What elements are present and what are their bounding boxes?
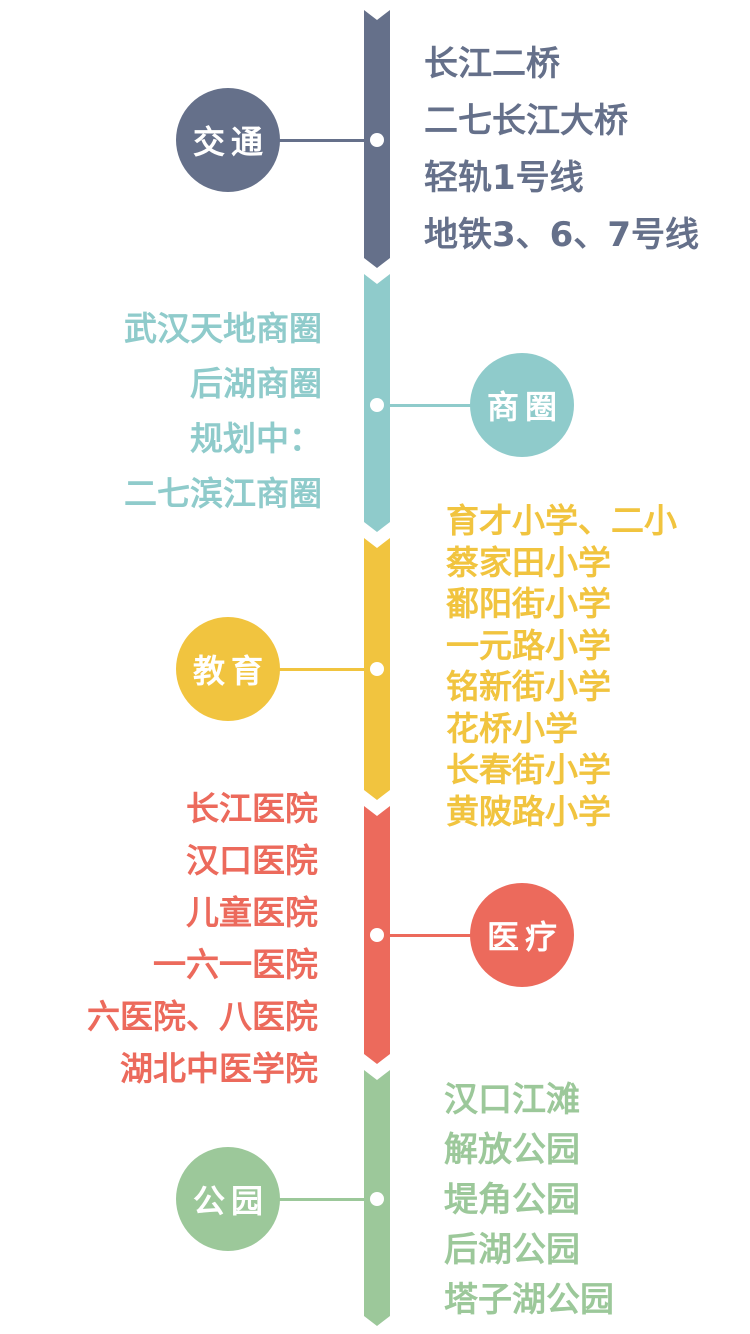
list-item: 武汉天地商圈 — [124, 309, 322, 348]
list-item: 后湖公园 — [444, 1230, 580, 1270]
list-item: 一元路小学 — [446, 625, 611, 665]
list-item: 轻轨1号线 — [424, 158, 584, 198]
category-badge-park: 公园 — [176, 1147, 280, 1251]
list-item: 塔子湖公园 — [444, 1280, 614, 1320]
list-item: 长江二桥 — [424, 44, 560, 84]
list-item: 长江医院 — [186, 789, 318, 828]
connector-line-park — [276, 1198, 364, 1201]
timeline-dot-traffic — [370, 133, 384, 147]
list-item: 二七滨江商圈 — [124, 474, 322, 513]
connector-line-commerce — [390, 404, 474, 407]
list-item: 规划中： — [190, 419, 322, 458]
list-item: 儿童医院 — [186, 893, 318, 932]
connector-line-education — [276, 668, 364, 671]
list-item: 黄陂路小学 — [446, 791, 611, 831]
list-item: 一六一医院 — [153, 945, 318, 984]
timeline-dot-park — [370, 1192, 384, 1206]
list-item: 铭新街小学 — [446, 667, 611, 706]
list-item: 湖北中医学院 — [120, 1049, 318, 1088]
connector-line-traffic — [276, 139, 364, 142]
item-list-commerce: 武汉天地商圈后湖商圈规划中： 二七滨江商圈 — [96, 301, 322, 521]
connector-line-medical — [390, 934, 474, 937]
list-item: 长春街小学 — [446, 750, 611, 789]
list-item: 解放公园 — [444, 1130, 580, 1170]
category-badge-commerce: 商圈 — [470, 353, 574, 457]
timeline-dot-medical — [370, 928, 384, 942]
list-item: 蔡家田小学 — [446, 542, 611, 582]
item-list-education: 育才小学、二小蔡家田小学鄱阳街小学一元路小学铭新街小学花桥小学长春街小学黄陂路小… — [446, 500, 677, 832]
list-item: 地铁3、6、7号线 — [424, 215, 699, 255]
list-item: 鄱阳街小学 — [446, 584, 611, 623]
list-item: 汉口江滩 — [444, 1080, 580, 1120]
category-badge-education: 教育 — [176, 617, 280, 721]
list-item: 育才小学、二小 — [446, 501, 677, 540]
list-item: 汉口医院 — [186, 841, 318, 880]
category-badge-medical: 医疗 — [470, 883, 574, 987]
list-item: 二七长江大桥 — [424, 101, 628, 141]
category-badge-traffic: 交通 — [176, 88, 280, 192]
timeline-dot-commerce — [370, 398, 384, 412]
item-list-medical: 长江医院汉口医院儿童医院一六一医院六医院、八医院湖北中医学院 — [46, 783, 318, 1095]
item-list-traffic: 长江二桥二七长江大桥轻轨1号线地铁3、6、7号线 — [424, 36, 699, 264]
list-item: 六医院、八医院 — [87, 997, 318, 1036]
item-list-park: 汉口江滩解放公园堤角公园后湖公园塔子湖公园 — [444, 1075, 614, 1325]
timeline-dot-education — [370, 662, 384, 676]
list-item: 花桥小学 — [446, 708, 578, 748]
list-item: 堤角公园 — [444, 1180, 580, 1220]
list-item: 后湖商圈 — [190, 364, 322, 403]
